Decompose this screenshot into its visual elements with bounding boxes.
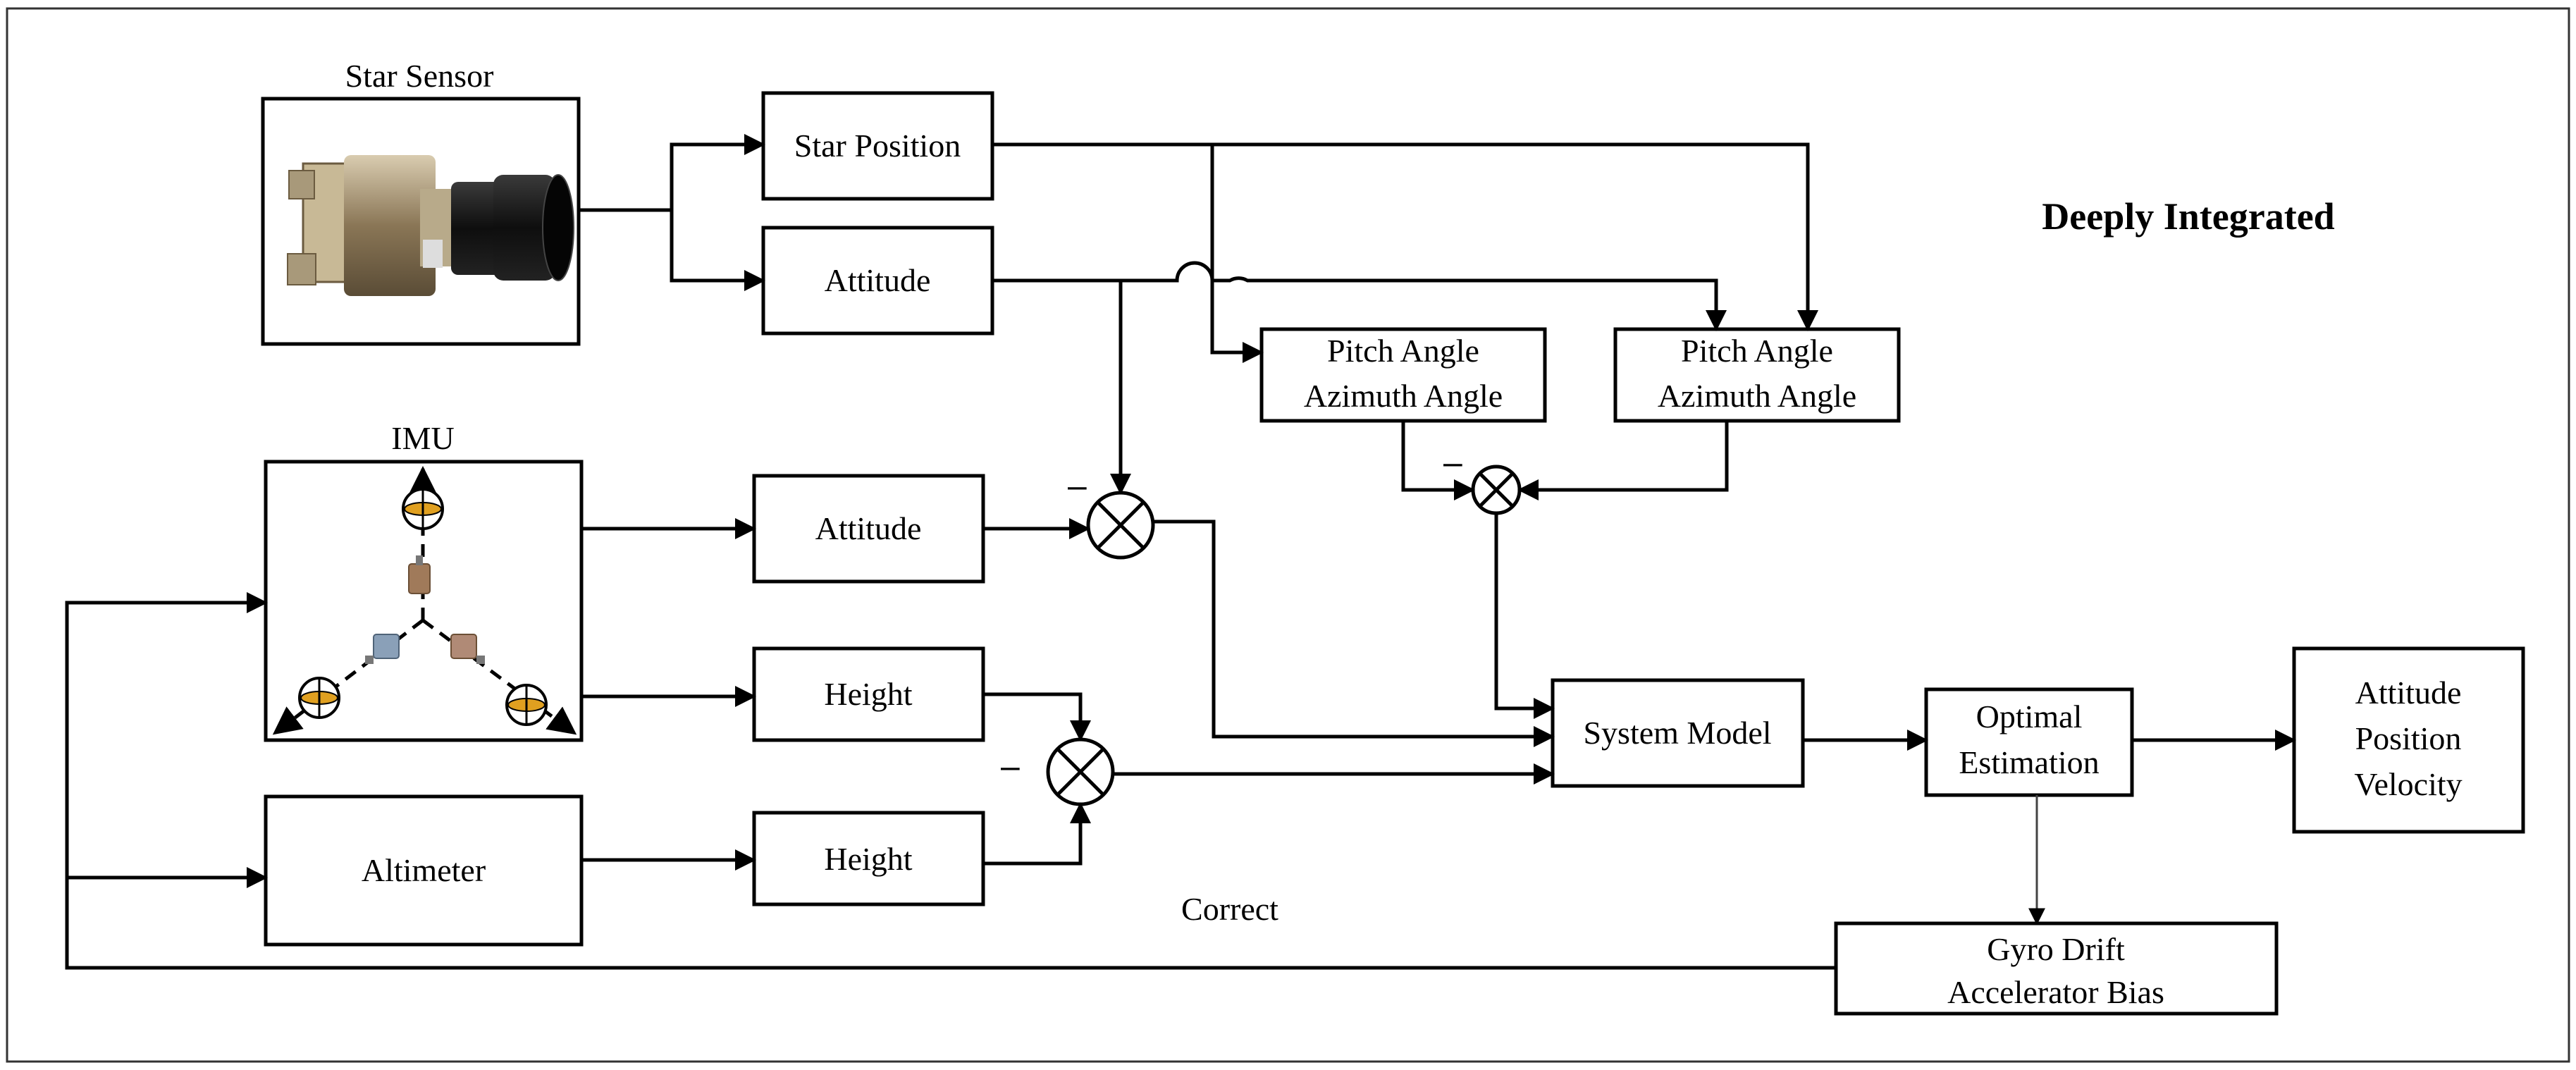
arrow-imu-height-to-junction <box>983 692 1091 742</box>
star-sensor-label: Star Sensor <box>345 58 494 94</box>
system-model-label: System Model <box>1583 715 1771 751</box>
summing-junction-height <box>1046 737 1115 806</box>
accelerometer-icon <box>450 634 485 664</box>
optimal-label: Optimal <box>1976 699 2083 734</box>
imu-attitude-label: Attitude <box>815 510 922 546</box>
summing-junction-attitude <box>1086 491 1155 560</box>
pitch-angle-label-2: Pitch Angle <box>1681 333 1833 369</box>
estimation-label: Estimation <box>1959 744 2099 780</box>
accelerator-bias-label: Accelerator Bias <box>1947 974 2164 1010</box>
correct-label: Correct <box>1181 891 1278 927</box>
system-model-box <box>1551 678 1805 788</box>
accelerometer-icon <box>365 634 400 664</box>
arrow-attitude-to-pitch-2 <box>992 261 1727 331</box>
imu-height-box <box>752 646 985 742</box>
minus-sign-attitude: – <box>1068 467 1087 505</box>
arrow-star-to-attitude <box>670 210 765 291</box>
star-position-box <box>761 91 994 201</box>
arrow-angle-junction-to-system <box>1494 513 1555 719</box>
star-attitude-label: Attitude <box>825 262 931 298</box>
gyro-icon <box>402 488 444 530</box>
optimal-estimation-box <box>1924 687 2134 797</box>
azimuth-angle-label-2: Azimuth Angle <box>1658 378 1856 414</box>
altimeter-label: Altimeter <box>362 852 486 888</box>
summing-junction-angle <box>1471 465 1522 515</box>
output-velocity-label: Velocity <box>2354 766 2462 802</box>
altimeter-box <box>264 794 584 947</box>
output-attitude-label: Attitude <box>2355 675 2462 711</box>
altimeter-height-label: Height <box>824 841 912 877</box>
minus-sign-height: – <box>1001 748 1020 785</box>
star-position-label: Star Position <box>794 128 961 164</box>
pitch-angle-label-1: Pitch Angle <box>1327 333 1479 369</box>
star-attitude-box <box>761 226 994 336</box>
arrow-pitch-2-to-junction <box>1517 421 1729 500</box>
output-box <box>2292 646 2525 834</box>
star-sensor-icon <box>287 155 574 296</box>
imu-gyro-accelerometer-icon <box>272 466 577 735</box>
arrow-star-to-position <box>579 134 765 212</box>
outer-frame <box>6 7 2570 1063</box>
accelerometer-icon <box>408 555 431 594</box>
feedback-correct-line <box>65 592 1836 970</box>
output-position-label: Position <box>2355 720 2462 756</box>
arrow-alt-height-to-junction <box>983 802 1091 866</box>
minus-sign-angle: – <box>1443 444 1462 481</box>
arrow-position-to-pitch-2 <box>992 142 1818 331</box>
pitch-azimuth-box-2 <box>1613 327 1901 423</box>
arrow-attitude-junction-to-system <box>1153 519 1555 747</box>
arrow-position-to-pitch-1 <box>1210 144 1264 363</box>
arrow-pitch-1-to-junction <box>1401 421 1475 500</box>
imu-label: IMU <box>391 420 454 456</box>
pitch-azimuth-box-1 <box>1259 327 1547 423</box>
diagram-title: Deeply Integrated <box>2042 195 2334 238</box>
imu-height-label: Height <box>824 676 912 712</box>
gyro-icon <box>505 684 548 726</box>
gyro-drift-label: Gyro Drift <box>1987 931 2125 967</box>
azimuth-angle-label-1: Azimuth Angle <box>1304 378 1503 414</box>
gyro-icon <box>298 677 340 719</box>
